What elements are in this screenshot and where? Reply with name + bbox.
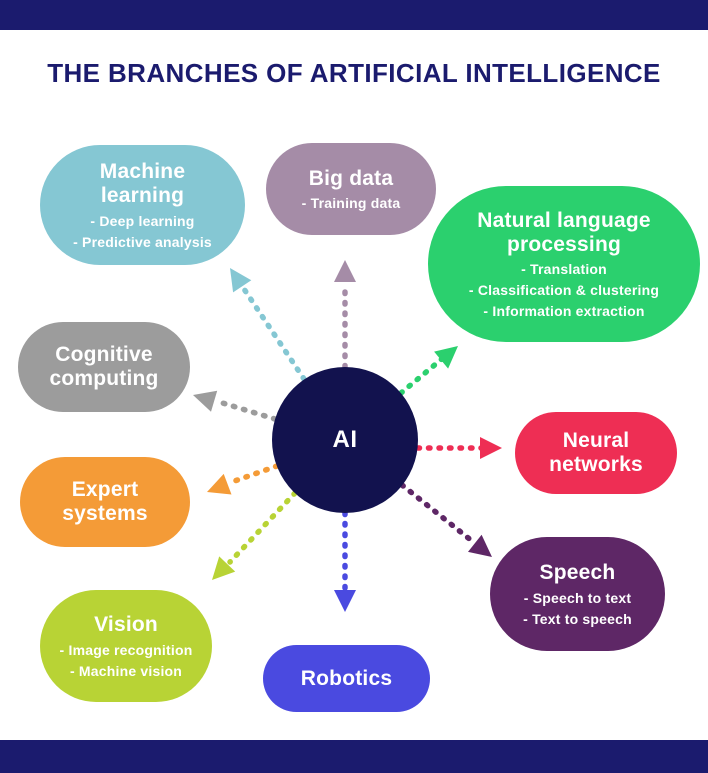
branch-bubble-big-data: Big data - Training data <box>266 143 436 235</box>
branch-item: - Information extraction <box>483 303 645 320</box>
page-title: THE BRANCHES OF ARTIFICIAL INTELLIGENCE <box>47 58 661 88</box>
arrow-line-nlp <box>398 355 446 396</box>
branch-item: - Predictive analysis <box>73 233 212 250</box>
ai-center-label: AI <box>332 426 358 453</box>
branch-label: Vision <box>94 613 158 637</box>
branch-bubble-natural-language-processing: Natural language processing - Translatio… <box>428 186 700 342</box>
branch-label: Machine learning <box>99 160 186 207</box>
arrow-head-big-data <box>334 260 356 282</box>
branch-item: - Translation <box>521 261 607 278</box>
branch-label: Cognitive computing <box>49 343 159 390</box>
branch-bubble-speech: Speech - Speech to text - Text to speech <box>490 537 665 651</box>
branch-label: Big data <box>308 166 394 190</box>
arrow-head-machine-learning <box>230 268 252 293</box>
arrow-head-nlp <box>434 346 458 369</box>
branch-label: Neural networks <box>549 429 643 476</box>
branch-bubble-machine-learning: Machine learning - Deep learning - Predi… <box>40 145 245 265</box>
arrow-head-cognitive-computing <box>193 390 218 412</box>
arrow-line-machine-learning <box>239 283 307 382</box>
branch-bubble-cognitive-computing: Cognitive computing <box>18 322 190 412</box>
top-bar <box>0 0 708 30</box>
arrow-head-vision <box>212 556 236 580</box>
branch-item: - Deep learning <box>90 212 195 229</box>
arrow-line-cognitive-computing <box>213 398 278 422</box>
branch-label: Robotics <box>300 666 393 690</box>
branch-bubble-vision: Vision - Image recognition - Machine vis… <box>40 590 212 702</box>
branch-bubble-robotics: Robotics <box>263 645 430 712</box>
branch-item: - Text to speech <box>523 610 632 627</box>
branch-bubble-expert-systems: Expert systems <box>20 457 190 547</box>
branch-label: Natural language processing <box>477 208 651 256</box>
branch-label: Speech <box>539 561 616 585</box>
ai-center-node: AI <box>272 367 418 513</box>
arrow-line-vision <box>227 490 298 565</box>
branch-item: - Machine vision <box>69 662 183 679</box>
branch-item: - Image recognition <box>59 641 193 658</box>
branch-item: - Classification & clustering <box>468 282 660 299</box>
arrow-head-expert-systems <box>207 473 232 495</box>
branch-item: - Training data <box>301 195 401 212</box>
arrow-head-neural-networks <box>480 437 502 459</box>
arrow-line-expert-systems <box>226 463 280 486</box>
branch-label: Expert systems <box>62 478 148 525</box>
arrow-head-speech <box>468 534 492 557</box>
bottom-bar <box>0 740 708 773</box>
branch-item: - Speech to text <box>523 589 632 606</box>
arrow-head-robotics <box>334 590 356 612</box>
arrow-line-speech <box>399 482 475 544</box>
branch-bubble-neural-networks: Neural networks <box>515 412 677 494</box>
